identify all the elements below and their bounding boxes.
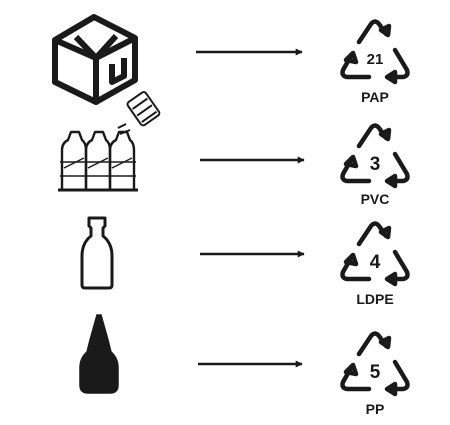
resin-label-ldpe: LDPE <box>356 291 393 307</box>
resin-code-ldpe: 4 <box>370 252 381 273</box>
dropper-bottle-cap-icon <box>79 314 119 394</box>
cardboard-box-icon <box>52 14 138 105</box>
resin-label-pp: PP <box>366 401 385 417</box>
recycling-symbol-pvc: 3 <box>343 126 408 187</box>
row-pvc: 3 PVC <box>58 91 408 207</box>
resin-label-paper: PAP <box>361 89 389 105</box>
row-ldpe: 4 LDPE <box>80 216 408 307</box>
recycling-symbol-pp: 5 <box>343 334 408 395</box>
resin-label-pvc: PVC <box>361 191 390 207</box>
milk-bottle-icon <box>80 216 114 290</box>
shrink-wrapped-bottles-icon <box>58 91 161 192</box>
resin-code-paper: 21 <box>367 51 384 68</box>
recycling-symbol-ldpe: 4 <box>343 224 408 285</box>
row-pp: 5 PP <box>79 314 408 417</box>
resin-code-pp: 5 <box>370 362 381 383</box>
row-paper: 21 PAP <box>52 14 408 105</box>
resin-code-pvc: 3 <box>370 154 381 175</box>
recycling-symbol-paper: 21 <box>343 22 408 83</box>
